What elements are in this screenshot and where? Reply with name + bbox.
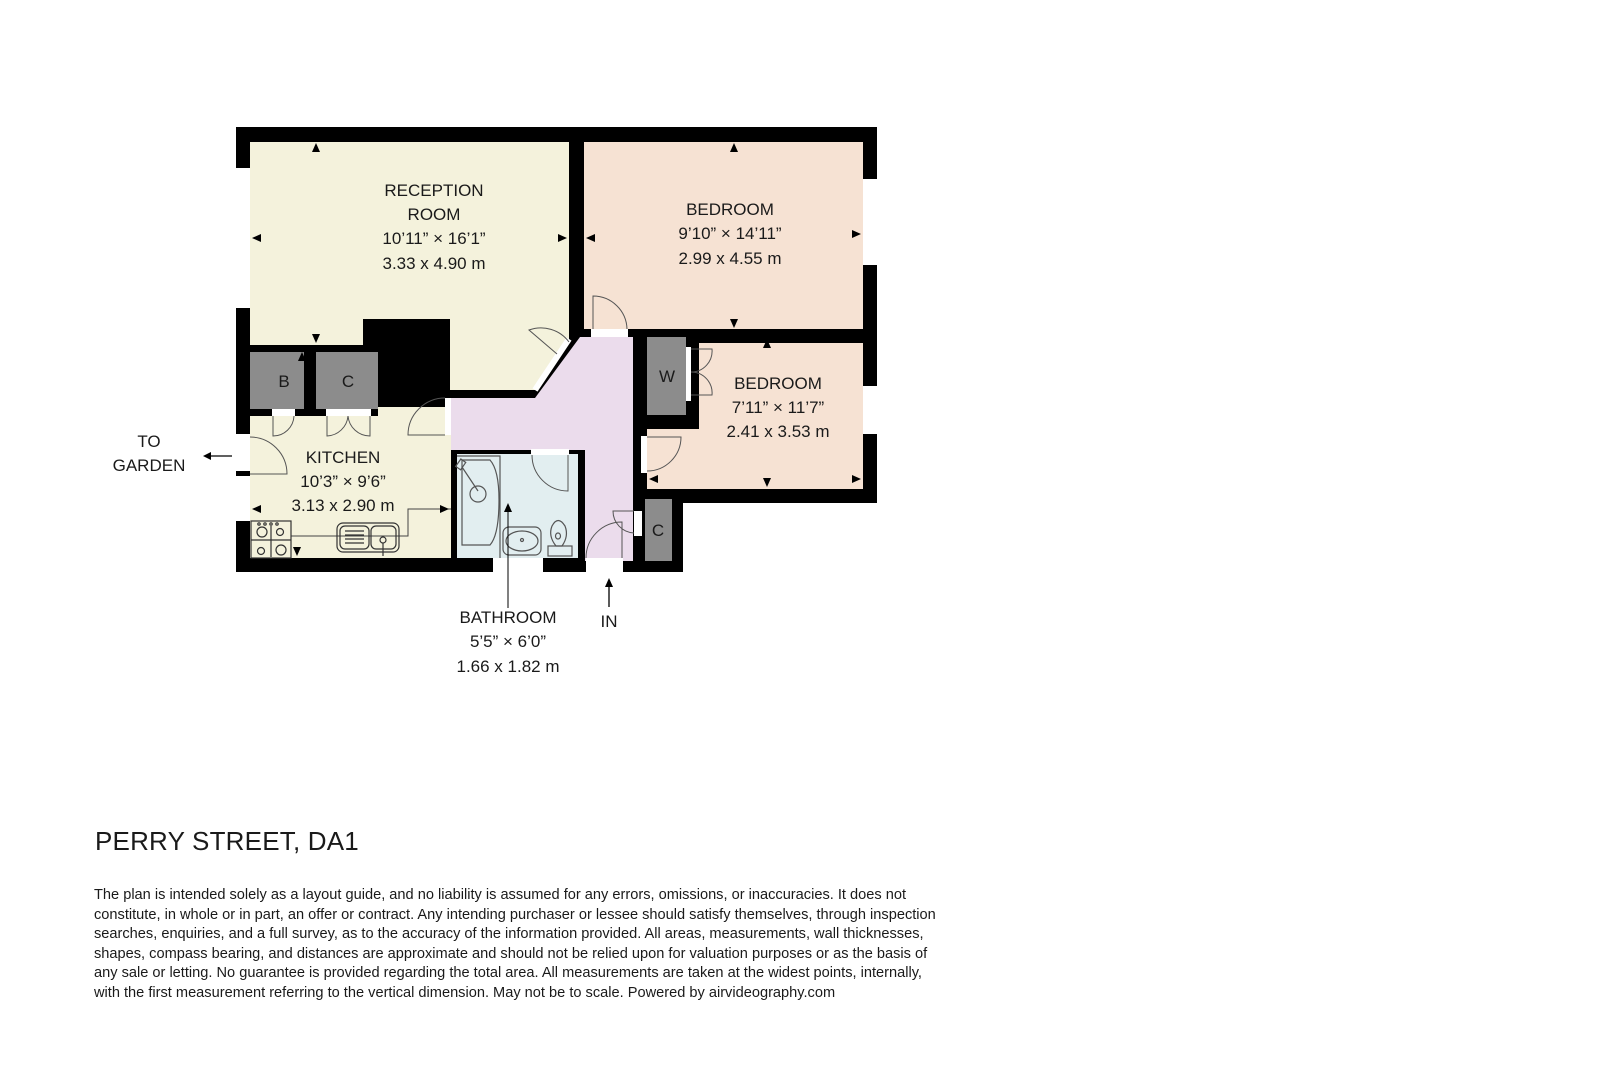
wardrobe-label: W (659, 367, 675, 386)
svg-text:1.66 x 1.82 m: 1.66 x 1.82 m (456, 657, 559, 676)
svg-text:GARDEN: GARDEN (113, 456, 186, 475)
windows (236, 168, 877, 572)
kitchen-cupboard-label: C (342, 372, 354, 391)
boiler-door (272, 415, 295, 437)
bath-icon (454, 455, 501, 558)
svg-text:BEDROOM: BEDROOM (686, 200, 774, 219)
disclaimer-line: constitute, in whole or in part, an offe… (94, 906, 936, 923)
window-bedroom-2 (863, 386, 877, 434)
boiler-cupboard-label: B (278, 372, 289, 391)
hall-cupboard-label: C (652, 521, 664, 540)
svg-text:9’10” × 14’11”: 9’10” × 14’11” (678, 224, 782, 243)
toilet-icon (547, 519, 573, 557)
kitchen-worktop (253, 508, 451, 537)
kitchen-cupboard-doors (326, 415, 371, 437)
disclaimer-line: searches, enquiries, and a full survey, … (94, 926, 924, 943)
reception-door (532, 337, 572, 392)
dimension-markers (252, 143, 861, 556)
property-title: PERRY STREET, DA1 (95, 826, 359, 856)
kitchen[interactable] (250, 407, 451, 558)
disclaimer: The plan is intended solely as a layout … (94, 886, 994, 1004)
svg-text:BATHROOM: BATHROOM (460, 608, 557, 627)
reception-room[interactable] (250, 142, 569, 390)
svg-text:2.99 x 4.55 m: 2.99 x 4.55 m (678, 249, 781, 268)
svg-text:ROOM: ROOM (408, 205, 461, 224)
window-bathroom (493, 558, 543, 572)
bedroom-1-label: BEDROOM 9’10” × 14’11” 2.99 x 4.55 m (678, 200, 782, 268)
svg-text:KITCHEN: KITCHEN (306, 448, 381, 467)
doors[interactable] (236, 295, 713, 572)
to-garden-indicator: TO GARDEN (113, 432, 232, 475)
disclaimer-line: The plan is intended solely as a layout … (94, 887, 906, 903)
boiler-cupboard[interactable] (250, 352, 304, 409)
bathroom-label: BATHROOM 5’5” × 6’0” 1.66 x 1.82 m (456, 503, 560, 676)
window-bedroom-1 (863, 179, 877, 265)
sink-icon (336, 522, 400, 556)
kitchen-label: KITCHEN 10’3” × 9’6” 3.13 x 2.90 m (291, 448, 394, 515)
svg-text:3.13 x 2.90 m: 3.13 x 2.90 m (291, 496, 394, 515)
wardrobe[interactable] (647, 337, 686, 415)
reception-door-swing (528, 327, 570, 355)
disclaimer-line: shapes, compass bearing, and distances a… (94, 945, 928, 962)
bedroom-2[interactable] (647, 343, 863, 489)
svg-text:TO: TO (137, 432, 160, 451)
entrance-door (585, 521, 623, 559)
svg-text:7’11” × 11’7”: 7’11” × 11’7” (732, 398, 825, 417)
svg-text:3.33 x 4.90 m: 3.33 x 4.90 m (382, 254, 485, 273)
svg-text:5’5” × 6’0”: 5’5” × 6’0” (470, 632, 546, 651)
bedroom-1[interactable] (584, 142, 863, 329)
hall-cupboard-door (612, 510, 635, 534)
svg-text:BEDROOM: BEDROOM (734, 374, 822, 393)
basin-icon (502, 526, 542, 556)
hall-cupboard[interactable] (645, 499, 672, 561)
bedroom-1-door (592, 295, 628, 330)
hob-icon (250, 520, 292, 559)
svg-text:IN: IN (601, 612, 618, 631)
reception-label: RECEPTION ROOM 10’11” × 16’1” 3.33 x 4.9… (382, 181, 486, 273)
window-kitchen (236, 476, 250, 521)
garden-door (249, 436, 288, 475)
svg-text:10’11” × 16’1”: 10’11” × 16’1” (382, 229, 486, 248)
svg-text:2.41 x 3.53 m: 2.41 x 3.53 m (726, 422, 829, 441)
svg-text:RECEPTION: RECEPTION (384, 181, 483, 200)
wardrobe-doors (690, 348, 713, 396)
bathroom-door[interactable] (531, 449, 569, 492)
entrance-indicator: IN (601, 578, 618, 631)
window-reception (236, 168, 250, 308)
kitchen-door (407, 397, 446, 436)
bedroom-2-door (646, 436, 682, 472)
bedroom-2-label: BEDROOM 7’11” × 11’7” 2.41 x 3.53 m (726, 374, 829, 441)
bathroom[interactable] (457, 454, 578, 558)
kitchen-cupboard[interactable] (316, 352, 378, 409)
disclaimer-line: any sale or letting. No guarantee is pro… (94, 965, 922, 982)
disclaimer-line: with the first measurement referring to … (94, 984, 836, 1001)
svg-text:10’3” × 9’6”: 10’3” × 9’6” (300, 472, 386, 491)
